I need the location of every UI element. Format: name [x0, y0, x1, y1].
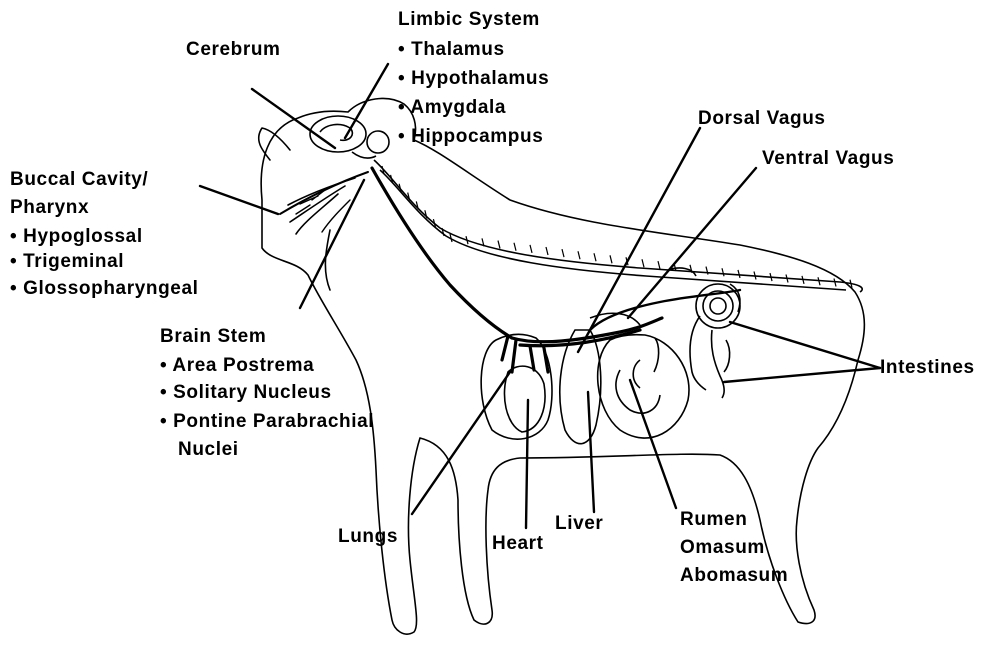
- vertebra-tick: [834, 279, 836, 287]
- label-buccal-line1: Buccal Cavity/: [10, 169, 148, 190]
- label-brainstem-area-postrema: • Area Postrema: [160, 355, 314, 376]
- buccal-nerve-branches: [280, 172, 368, 234]
- label-dorsal-vagus: Dorsal Vagus: [698, 108, 826, 129]
- vertebra-tick: [722, 268, 724, 276]
- label-buccal-glossopharyngeal: • Glossopharyngeal: [10, 278, 199, 299]
- label-limbic-heading: Limbic System: [398, 9, 540, 30]
- label-brainstem-nuclei: Nuclei: [178, 439, 239, 460]
- vertebra-tick: [498, 241, 500, 249]
- vertebra-tick: [578, 251, 580, 259]
- label-brainstem-pontine: • Pontine Parabrachial: [160, 411, 374, 432]
- vertebra-tick: [562, 249, 564, 257]
- label-rumen: Rumen: [680, 509, 747, 530]
- vertebra-tick: [658, 261, 660, 269]
- vertebra-tick: [530, 245, 532, 253]
- label-lungs: Lungs: [338, 526, 398, 547]
- vertebra-tick: [514, 243, 516, 251]
- label-abomasum: Abomasum: [680, 565, 788, 586]
- vertebra-tick: [738, 270, 740, 278]
- label-liver: Liver: [555, 513, 603, 534]
- label-brainstem-solitary-nucleus: • Solitary Nucleus: [160, 382, 332, 403]
- text-labels: Limbic System • Thalamus • Hypothalamus …: [10, 9, 975, 586]
- label-limbic-thalamus: • Thalamus: [398, 39, 505, 60]
- label-buccal-trigeminal: • Trigeminal: [10, 251, 124, 272]
- vertebra-tick: [594, 253, 596, 261]
- label-heart: Heart: [492, 533, 544, 554]
- label-buccal-line2: Pharynx: [10, 197, 89, 218]
- label-brainstem-heading: Brain Stem: [160, 326, 266, 347]
- label-limbic-hypothalamus: • Hypothalamus: [398, 68, 549, 89]
- vertebra-tick: [610, 255, 612, 263]
- label-buccal-hypoglossal: • Hypoglossal: [10, 226, 143, 247]
- label-ventral-vagus: Ventral Vagus: [762, 148, 894, 169]
- label-intestines: Intestines: [880, 357, 975, 378]
- label-limbic-amygdala: • Amygdala: [398, 97, 506, 118]
- vagus-nerve: [372, 168, 740, 372]
- label-cerebrum: Cerebrum: [186, 39, 281, 60]
- vertebra-tick: [642, 259, 644, 267]
- label-limbic-hippocampus: • Hippocampus: [398, 126, 543, 147]
- label-omasum: Omasum: [680, 537, 765, 558]
- brain-structures: [310, 116, 389, 158]
- vertebra-tick: [546, 247, 548, 255]
